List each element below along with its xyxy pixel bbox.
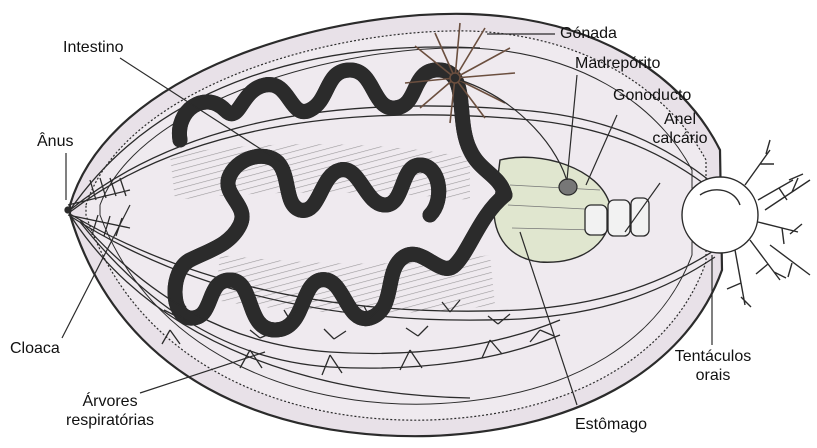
label-anus: Ânus [37, 132, 73, 151]
label-intestino: Intestino [63, 38, 123, 57]
label-tentaculos-line1: Tentáculos [658, 347, 768, 366]
label-anel-line1: Anel [640, 110, 720, 129]
label-anel-line2: calcário [640, 129, 720, 148]
label-arvores-line1: Árvores [45, 392, 175, 411]
label-arvores-respiratorias: Árvores respiratórias [45, 392, 175, 430]
label-madreporito: Madrepórito [575, 54, 660, 73]
label-cloaca: Cloaca [10, 339, 60, 358]
label-gonada: Gónada [560, 24, 617, 43]
label-arvores-line2: respiratórias [45, 411, 175, 430]
label-tentaculos-orais: Tentáculos orais [658, 347, 768, 385]
label-tentaculos-line2: orais [658, 366, 768, 385]
label-gonoducto: Gonoducto [613, 86, 691, 105]
label-anel-calcario: Anel calcário [640, 110, 720, 148]
madreporite [559, 179, 577, 195]
label-estomago: Estômago [575, 415, 647, 434]
